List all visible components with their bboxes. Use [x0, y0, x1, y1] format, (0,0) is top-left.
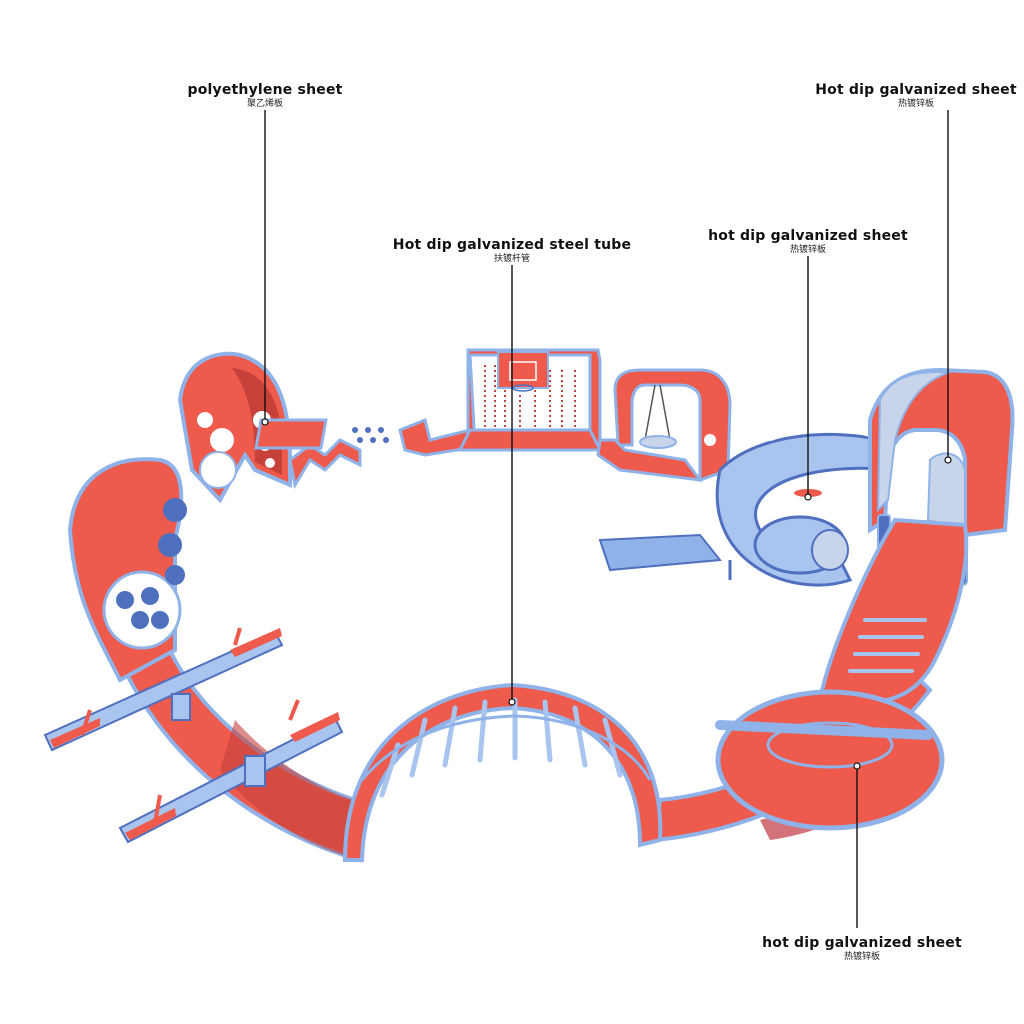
callout-label-zh: 扶镀杆管 [493, 254, 530, 264]
callout-label-en: Hot dip galvanized steel tube [392, 237, 632, 253]
callout-label-en: Hot dip galvanized sheet [815, 82, 1017, 98]
callout-label-zh: 热镀锌板 [843, 952, 881, 962]
callout-label-en: hot dip galvanized sheet [708, 228, 908, 244]
basketball-frame [457, 348, 603, 452]
callout-label-en: hot dip galvanized sheet [762, 935, 962, 951]
callout-label-zh: 聚乙烯板 [246, 99, 283, 109]
callout-polyethylene-sheet: polyethylene sheet 聚乙烯板 [187, 82, 342, 110]
polyethylene-arch [177, 351, 292, 504]
arched-bridge [342, 682, 663, 862]
callout-galvanized-sheet-right: hot dip galvanized sheet 热镀锌板 [708, 228, 908, 256]
swing-icon [639, 435, 677, 449]
callout-label-zh: 热镀锌板 [789, 245, 827, 255]
callout-label-zh: 热镀锌板 [897, 99, 935, 109]
stepping-blocks [254, 417, 472, 490]
basketball-hoop-icon [497, 351, 549, 389]
callout-label-en: polyethylene sheet [187, 82, 343, 98]
tube-slide-icon [598, 427, 893, 587]
callout-galvanized-steel-tube: Hot dip galvanized steel tube 扶镀杆管 [393, 237, 631, 265]
leader-pins [261, 418, 952, 770]
swing-arch [596, 368, 732, 483]
turntable-icon [715, 689, 945, 831]
seesaw-icon-2 [118, 699, 344, 844]
seesaw-icon [43, 627, 284, 752]
leader-lines [264, 110, 949, 928]
callout-galvanized-sheet-top-right: Hot dip galvanized sheet 热镀锌板 [815, 82, 1017, 110]
callout-galvanized-sheet-bottom: hot dip galvanized sheet 热镀锌板 [762, 935, 962, 963]
left-tall-arch [67, 457, 187, 683]
